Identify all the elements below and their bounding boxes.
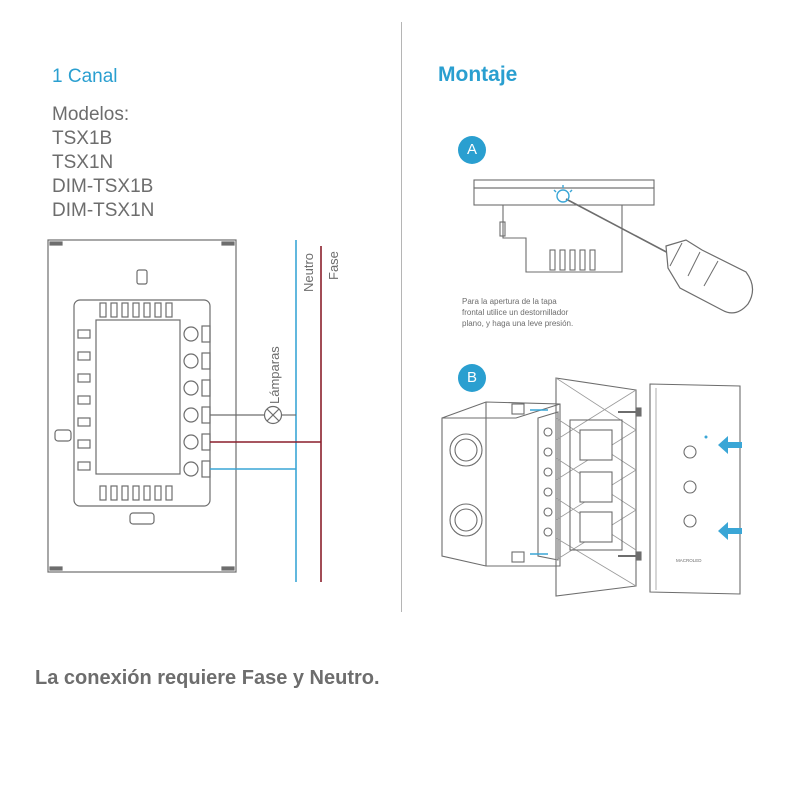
plate-corner-mark — [221, 566, 235, 571]
top-slot — [136, 269, 148, 285]
module-side — [502, 205, 623, 273]
module-body — [73, 299, 211, 507]
phase-label: Fase — [326, 251, 341, 280]
front-cover-side — [473, 179, 655, 189]
neutral-label: Neutro — [301, 253, 316, 292]
plate-corner-mark — [221, 241, 235, 246]
note-line: Para la apertura de la tapa — [462, 297, 557, 306]
models-heading: Modelos: — [52, 104, 130, 125]
junction-box — [441, 401, 561, 567]
knockout-top — [449, 433, 483, 467]
bottom-slot — [129, 512, 155, 525]
note-line: plano, y haga una leve presión. — [462, 319, 574, 328]
switch-plate-outline — [47, 239, 237, 573]
front-glass-panel — [649, 383, 741, 595]
side-clip — [499, 221, 506, 237]
status-dot-icon — [704, 435, 708, 439]
top-vent-ribs — [99, 302, 173, 318]
switch-module-side — [537, 411, 559, 561]
insertion-point-icon — [553, 185, 573, 203]
plate-corner-mark — [49, 241, 63, 246]
screwdriver-icon — [565, 198, 754, 314]
box-ear-bottom — [511, 551, 525, 563]
module-key-3 — [579, 511, 613, 543]
brand-mark: MACROLED — [676, 558, 702, 563]
module-key-1 — [579, 429, 613, 461]
plate-corner-mark — [49, 566, 63, 571]
step-a-illustration — [473, 179, 655, 273]
module-key-2 — [579, 471, 613, 503]
alignment-arrows — [530, 409, 708, 555]
touch-key-1 — [683, 445, 697, 459]
cover-base-side — [473, 187, 655, 206]
channel-title: 1 Canal — [52, 66, 118, 87]
side-slot — [54, 429, 72, 442]
switch-front-view — [47, 239, 237, 573]
note-line: frontal utilice un destornillador — [462, 308, 569, 317]
model-item: DIM-TSX1B — [52, 176, 154, 197]
left-teeth — [77, 329, 91, 471]
lamps-label: Lámparas — [267, 346, 282, 404]
lamp-icon — [263, 405, 283, 425]
mounting-note: Para la apertura de la tapa frontal util… — [462, 296, 622, 329]
models-list: Modelos: TSX1B TSX1N DIM-TSX1B DIM-TSX1N — [52, 103, 154, 223]
press-arrow-icon — [718, 436, 742, 540]
bottom-vent-ribs — [99, 485, 173, 501]
module-terminals — [543, 427, 553, 537]
module-fins — [549, 249, 596, 271]
terminal-screws — [183, 325, 211, 478]
model-item: TSX1N — [52, 152, 114, 173]
model-item: DIM-TSX1N — [52, 200, 155, 221]
footer-note: La conexión requiere Fase y Neutro. — [35, 667, 380, 689]
screw-icon — [618, 407, 642, 561]
module-face — [569, 419, 623, 551]
step-b-badge: B — [458, 364, 486, 392]
junction-box-edges — [442, 402, 561, 566]
mounting-title: Montaje — [438, 63, 518, 86]
touch-key-3 — [683, 514, 697, 528]
step-a-badge: A — [458, 136, 486, 164]
box-ear-top — [511, 403, 525, 415]
step-b-illustration — [441, 377, 741, 597]
module-window — [95, 319, 181, 475]
panel-divider — [401, 22, 402, 612]
touch-key-2 — [683, 480, 697, 494]
knockout-bottom — [449, 503, 483, 537]
model-item: TSX1B — [52, 128, 113, 149]
